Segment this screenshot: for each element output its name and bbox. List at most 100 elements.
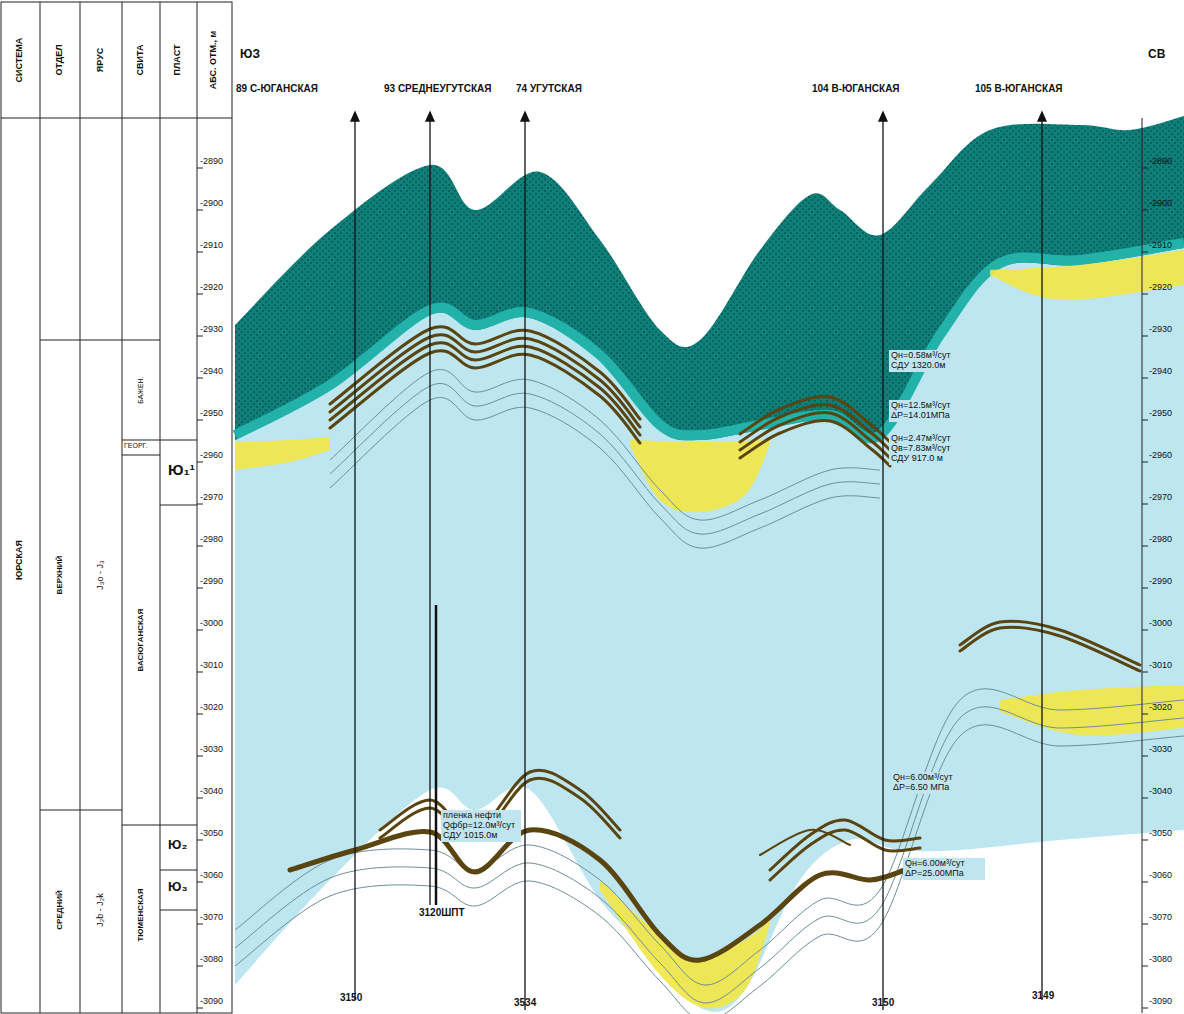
depth-tick bbox=[1142, 966, 1148, 967]
column-label: ЯРУС bbox=[96, 48, 106, 72]
well-line bbox=[882, 118, 883, 1010]
test-note: Qн=0.58м³/сут СДУ 1320.0м bbox=[889, 350, 971, 372]
depth-tick bbox=[197, 546, 203, 547]
depth-tick bbox=[1142, 378, 1148, 379]
sand-lens bbox=[600, 880, 770, 1009]
text-label: 104 В-ЮГАНСКАЯ bbox=[812, 83, 900, 94]
depth-tick bbox=[1142, 210, 1148, 211]
text-label: -2910 bbox=[1149, 241, 1172, 251]
depth-tick bbox=[197, 924, 203, 925]
text-label: -2930 bbox=[200, 325, 223, 335]
text-label: СВ bbox=[1148, 48, 1165, 61]
depth-tick bbox=[1142, 924, 1148, 925]
text-label: -3020 bbox=[200, 703, 223, 713]
text-label: -2980 bbox=[200, 535, 223, 545]
depth-tick bbox=[1142, 672, 1148, 673]
text-label: -3090 bbox=[200, 997, 223, 1007]
depth-tick bbox=[197, 420, 203, 421]
oil-layer bbox=[330, 351, 640, 443]
text-label: ГЕОРГ. bbox=[124, 442, 147, 450]
oil-layer bbox=[960, 627, 1140, 671]
depth-tick bbox=[197, 378, 203, 379]
well-line bbox=[524, 118, 525, 1010]
column-label: ВАСЮГАНСКАЯ bbox=[137, 609, 146, 672]
text-label: -2890 bbox=[1149, 157, 1172, 167]
text-label: -3090 bbox=[1149, 997, 1172, 1007]
sand-lens bbox=[990, 250, 1184, 300]
perforation bbox=[435, 605, 438, 905]
depth-tick bbox=[1142, 588, 1148, 589]
text-label: 3150 bbox=[340, 992, 362, 1003]
depth-tick bbox=[1142, 336, 1148, 337]
text-label: -2990 bbox=[200, 577, 223, 587]
text-label: -3080 bbox=[200, 955, 223, 965]
text-label: -2910 bbox=[200, 241, 223, 251]
text-label: -3010 bbox=[200, 661, 223, 671]
depth-tick bbox=[197, 840, 203, 841]
text-label: Ю₂ bbox=[168, 838, 187, 852]
depth-tick bbox=[197, 504, 203, 505]
depth-tick bbox=[1142, 840, 1148, 841]
text-label: -3070 bbox=[1149, 913, 1172, 923]
text-label: -2960 bbox=[1149, 451, 1172, 461]
depth-tick bbox=[197, 672, 203, 673]
text-label: 3150 bbox=[872, 997, 894, 1008]
text-label: -2920 bbox=[200, 283, 223, 293]
well-line bbox=[429, 118, 430, 905]
well-line bbox=[1041, 118, 1042, 1000]
oil-layer bbox=[760, 830, 850, 855]
text-label: -2900 bbox=[200, 199, 223, 209]
text-label: Ю₁¹ bbox=[168, 462, 195, 479]
depth-tick bbox=[1142, 462, 1148, 463]
depth-tick bbox=[197, 168, 203, 169]
text-label: 105 В-ЮГАНСКАЯ bbox=[975, 83, 1063, 94]
test-note: пленка нефти Qфбр=12.0м³/сут СДУ 1015.0м bbox=[441, 810, 521, 842]
depth-tick bbox=[197, 462, 203, 463]
text-label: -3030 bbox=[200, 745, 223, 755]
horizon-line bbox=[330, 397, 880, 548]
column-label: ТЮМЕНСКАЯ bbox=[137, 888, 146, 941]
text-label: -2950 bbox=[1149, 409, 1172, 419]
well-head bbox=[351, 112, 359, 121]
text-label: -2960 bbox=[200, 451, 223, 461]
test-note: Qн=6.00м³/сут ΔP=6.50 МПа bbox=[891, 772, 973, 794]
column-label: ПЛАСТ bbox=[173, 45, 183, 76]
text-label: 3120ШПТ bbox=[419, 907, 465, 918]
text-label: -3070 bbox=[200, 913, 223, 923]
depth-tick bbox=[1142, 252, 1148, 253]
text-label: 3534 bbox=[514, 997, 536, 1008]
oil-layer bbox=[740, 421, 890, 466]
text-label: ЮЗ bbox=[240, 48, 260, 61]
text-label: -3060 bbox=[1149, 871, 1172, 881]
text-label: -3050 bbox=[1149, 829, 1172, 839]
well-head bbox=[879, 112, 887, 121]
depth-tick bbox=[1142, 168, 1148, 169]
text-label: -2970 bbox=[200, 493, 223, 503]
column-label: БАЖЕН. bbox=[137, 376, 145, 403]
column-label: J₃o - J₃ bbox=[96, 560, 106, 589]
depth-tick bbox=[197, 1008, 203, 1009]
oil-layer bbox=[290, 830, 905, 960]
text-label: 74 УГУТСКАЯ bbox=[516, 83, 582, 94]
depth-tick bbox=[1142, 504, 1148, 505]
depth-tick bbox=[197, 714, 203, 715]
depth-tick bbox=[1142, 882, 1148, 883]
depth-tick bbox=[197, 252, 203, 253]
text-label: 93 СРЕДНЕУГУТСКАЯ bbox=[384, 83, 491, 94]
text-label: -2890 bbox=[200, 157, 223, 167]
well-head bbox=[426, 112, 434, 121]
text-label: -2930 bbox=[1149, 325, 1172, 335]
well-head bbox=[1038, 112, 1046, 121]
strat-table bbox=[1, 2, 1142, 1013]
depth-tick bbox=[197, 798, 203, 799]
well-line bbox=[354, 118, 355, 1000]
depth-tick bbox=[197, 966, 203, 967]
depth-tick bbox=[1142, 756, 1148, 757]
depth-tick bbox=[1142, 546, 1148, 547]
depth-tick bbox=[1142, 420, 1148, 421]
depth-tick bbox=[1142, 294, 1148, 295]
oil-layer bbox=[740, 413, 890, 458]
text-label: -3060 bbox=[200, 871, 223, 881]
depth-tick bbox=[1142, 714, 1148, 715]
depth-tick bbox=[1142, 630, 1148, 631]
